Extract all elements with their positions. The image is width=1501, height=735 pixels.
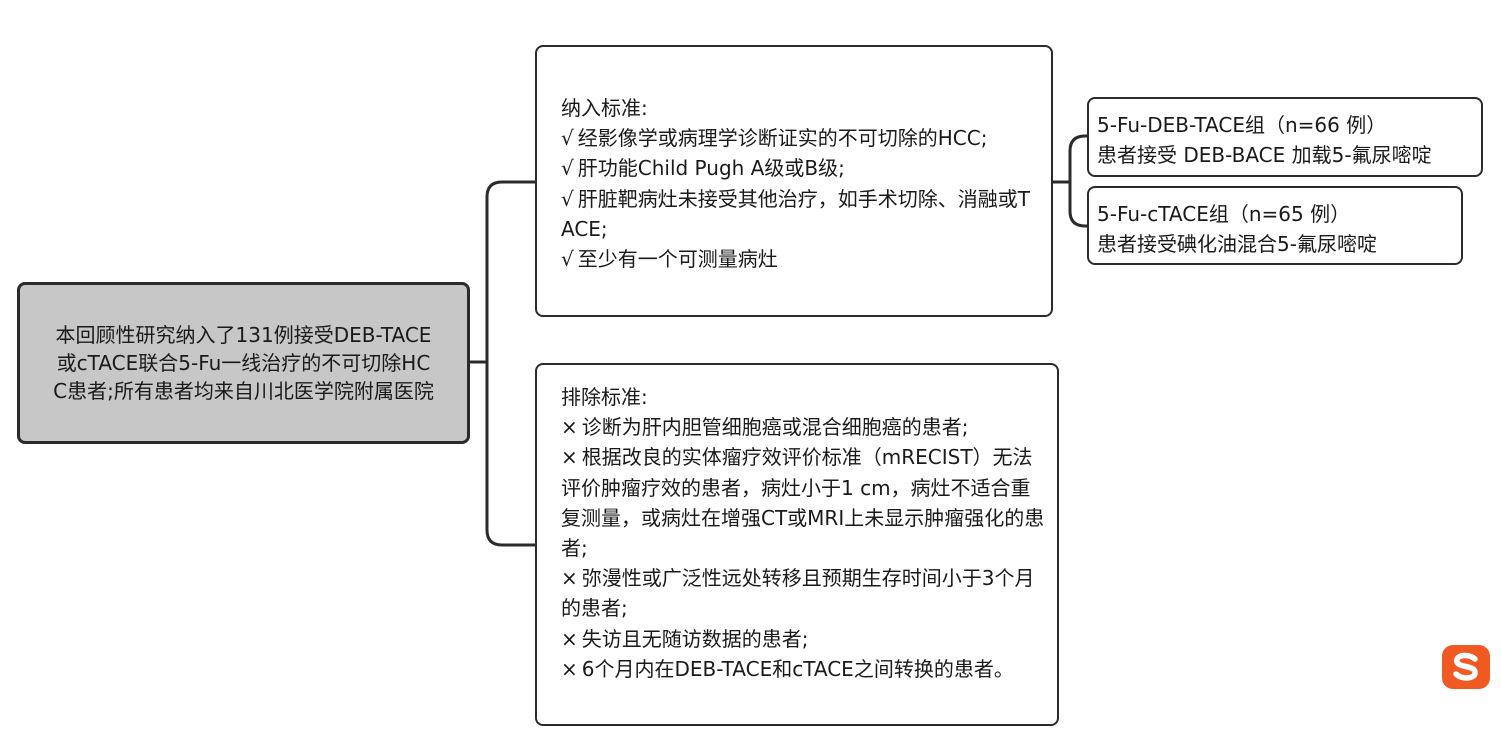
root-study-node[interactable]: 本回顾性研究纳入了131例接受DEB-TACE或cTACE联合5-Fu一线治疗的…	[17, 282, 470, 444]
group-ctace-title: 5-Fu-cTACE组（n=65 例）	[1097, 202, 1351, 226]
group-ctace-node[interactable]: 5-Fu-cTACE组（n=65 例） 患者接受碘化油混合5-氟尿嘧啶	[1087, 186, 1463, 265]
root-to-criteria-connector	[468, 180, 537, 547]
exclusion-criteria-item: ×诊断为肝内胆管细胞癌或混合细胞癌的患者;	[561, 415, 969, 440]
inclusion-to-groups-connector	[1051, 134, 1089, 228]
cross-mark-icon: ×	[561, 566, 578, 591]
inclusion-criteria-item: √肝功能Child Pugh A级或B级;	[561, 156, 845, 181]
check-mark-icon: √	[561, 156, 574, 181]
inclusion-criteria-item: √经影像学或病理学诊断证实的不可切除的HCC;	[561, 126, 988, 151]
group-ctace-desc: 患者接受碘化油混合5-氟尿嘧啶	[1097, 232, 1377, 257]
cross-mark-icon: ×	[561, 445, 578, 470]
root-study-text: 本回顾性研究纳入了131例接受DEB-TACE或cTACE联合5-Fu一线治疗的…	[53, 323, 434, 403]
group-deb-tace-node[interactable]: 5-Fu-DEB-TACE组（n=66 例） 患者接受 DEB-BACE 加载5…	[1087, 97, 1483, 177]
sogou-ime-icon[interactable]	[1442, 645, 1490, 689]
group-deb-tace-desc: 患者接受 DEB-BACE 加载5-氟尿嘧啶	[1097, 143, 1432, 168]
cross-mark-icon: ×	[561, 626, 578, 651]
check-mark-icon: √	[561, 247, 574, 272]
cross-mark-icon: ×	[561, 415, 578, 440]
exclusion-criteria-node[interactable]: 排除标准: ×诊断为肝内胆管细胞癌或混合细胞癌的患者; ×根据改良的实体瘤疗效评…	[535, 363, 1059, 726]
exclusion-criteria-item: ×根据改良的实体瘤疗效评价标准（mRECIST）无法评价肿瘤疗效的患者，病灶小于…	[561, 445, 1045, 561]
inclusion-criteria-title: 纳入标准:	[561, 96, 648, 120]
inclusion-criteria-item: √至少有一个可测量病灶	[561, 247, 778, 272]
group-deb-tace-title: 5-Fu-DEB-TACE组（n=66 例）	[1097, 113, 1387, 137]
exclusion-criteria-item: ×弥漫性或广泛性远处转移且预期生存时间小于3个月的患者;	[561, 566, 1035, 621]
exclusion-criteria-title: 排除标准:	[561, 385, 648, 409]
check-mark-icon: √	[561, 186, 574, 211]
exclusion-criteria-item: ×失访且无随访数据的患者;	[561, 626, 809, 651]
inclusion-criteria-node[interactable]: 纳入标准: √经影像学或病理学诊断证实的不可切除的HCC; √肝功能Child …	[535, 45, 1053, 317]
check-mark-icon: √	[561, 126, 574, 151]
s-logo-glyph	[1453, 652, 1478, 681]
cross-mark-icon: ×	[561, 656, 578, 681]
exclusion-criteria-item: ×6个月内在DEB-TACE和cTACE之间转换的患者。	[561, 656, 1014, 681]
inclusion-criteria-item: √肝脏靶病灶未接受其他治疗，如手术切除、消融或TACE;	[561, 186, 1030, 241]
